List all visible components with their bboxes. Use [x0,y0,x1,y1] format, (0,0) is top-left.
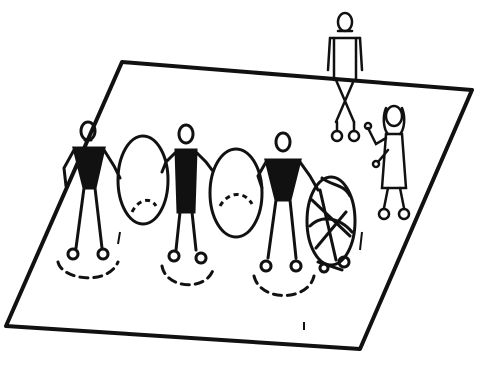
head-icon [386,106,402,126]
shirt-icon [266,160,300,200]
hoop-1-figure [118,136,168,224]
hula-hoop-icon [118,136,168,224]
head-icon [179,125,193,143]
play-mat [6,62,472,349]
hoop-2-figure [210,149,262,237]
chain-child-2-figure [162,125,214,285]
head-icon [276,133,290,151]
head-icon [338,13,352,31]
mat-marks [118,232,362,330]
shirt-icon [74,148,104,188]
chain-child-1-figure [58,122,120,278]
hoop-3-figure [307,177,355,272]
girl-pointing-figure [365,106,409,219]
standing-observer-figure [328,13,362,141]
dress-icon [176,150,196,212]
